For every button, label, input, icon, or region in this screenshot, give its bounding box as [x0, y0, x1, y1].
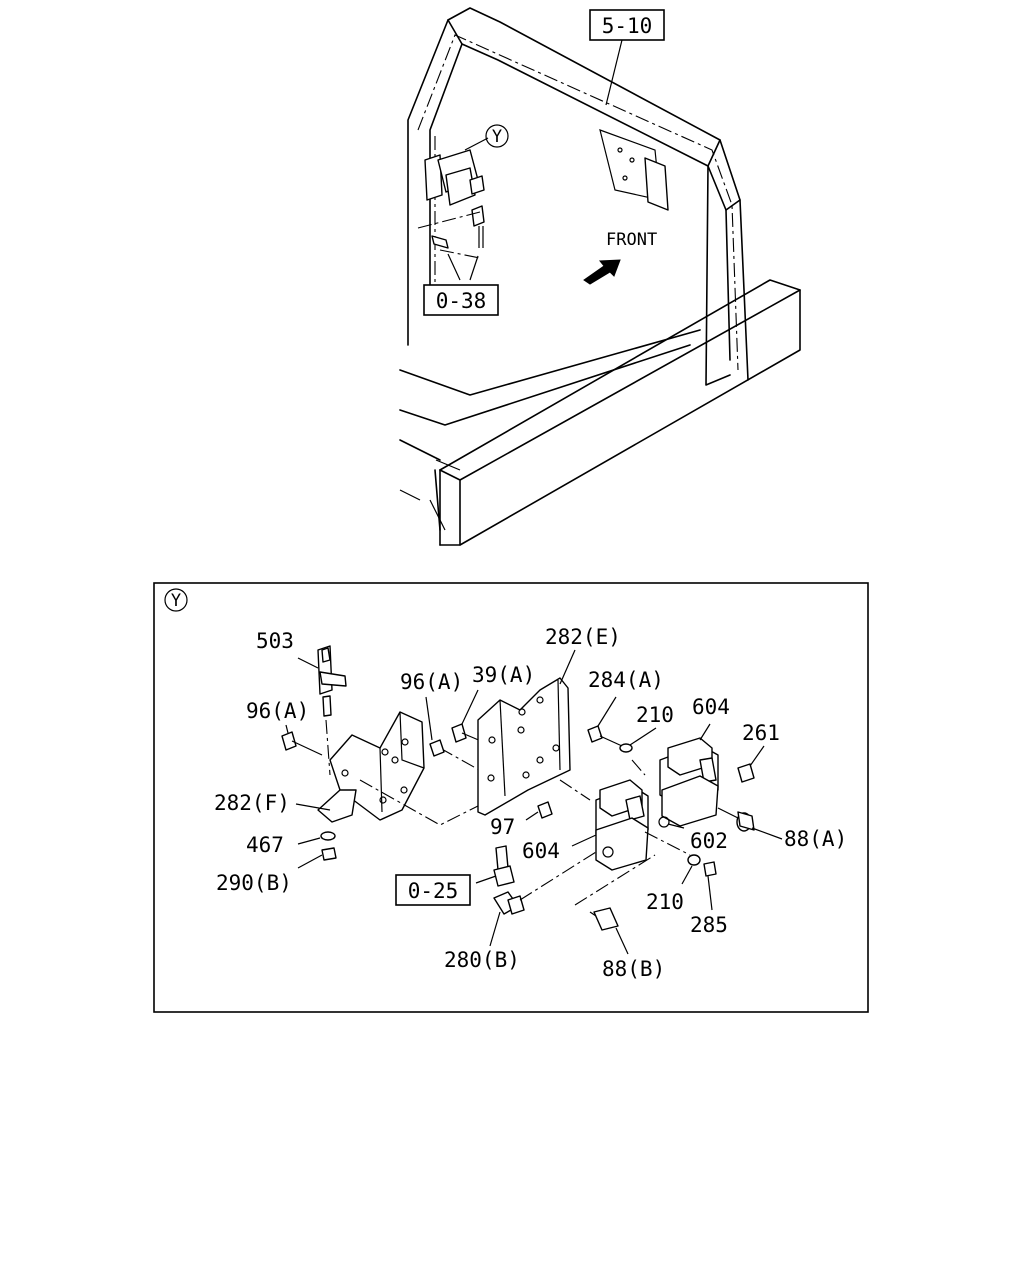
part-labels: 503 96(A) 96(A) 39(A) 282(E) 284(A) 210 … — [214, 625, 847, 981]
part-label-602[interactable]: 602 — [690, 829, 728, 853]
detail-marker-y-top-label: Y — [492, 127, 502, 147]
ref-box-5-10[interactable]: 5-10 — [589, 9, 665, 41]
part-label-290b[interactable]: 290(B) — [216, 871, 292, 895]
detail-marker-y-top[interactable]: Y — [485, 124, 509, 148]
part-label-97[interactable]: 97 — [490, 815, 515, 839]
part-label-282f[interactable]: 282(F) — [214, 791, 290, 815]
front-label: FRONT — [606, 230, 657, 250]
ref-box-0-38[interactable]: 0-38 — [423, 284, 499, 316]
part-label-88a[interactable]: 88(A) — [784, 827, 847, 851]
part-label-39a[interactable]: 39(A) — [472, 663, 535, 687]
ref-5-10-label: 5-10 — [602, 14, 653, 38]
part-label-604-mid[interactable]: 604 — [522, 839, 560, 863]
part-label-467[interactable]: 467 — [246, 833, 284, 857]
front-direction-indicator: FRONT — [583, 230, 657, 285]
ref-0-38-label: 0-38 — [436, 289, 487, 313]
leader-5-10 — [605, 39, 623, 106]
detail-parts — [281, 645, 755, 931]
part-label-210-top[interactable]: 210 — [636, 703, 674, 727]
detail-y-frame — [153, 582, 869, 1013]
part-label-88b[interactable]: 88(B) — [602, 957, 665, 981]
part-label-285[interactable]: 285 — [690, 913, 728, 937]
detail-marker-y[interactable]: Y — [164, 588, 188, 612]
part-label-503[interactable]: 503 — [256, 629, 294, 653]
part-label-261[interactable]: 261 — [742, 721, 780, 745]
part-label-96a-mid[interactable]: 96(A) — [400, 670, 463, 694]
cab-frame-illustration — [399, 7, 801, 546]
ref-box-0-25[interactable]: 0-25 — [395, 874, 471, 906]
leader-lines — [285, 649, 783, 955]
part-label-604-top[interactable]: 604 — [692, 695, 730, 719]
part-label-210-bot[interactable]: 210 — [646, 890, 684, 914]
part-label-280b[interactable]: 280(B) — [444, 948, 520, 972]
detail-marker-y-label: Y — [171, 591, 181, 611]
part-label-284a[interactable]: 284(A) — [588, 668, 664, 692]
front-arrow-icon — [583, 259, 621, 285]
part-label-282e[interactable]: 282(E) — [545, 625, 621, 649]
part-label-96a-left[interactable]: 96(A) — [246, 699, 309, 723]
ref-0-25-label: 0-25 — [408, 879, 459, 903]
